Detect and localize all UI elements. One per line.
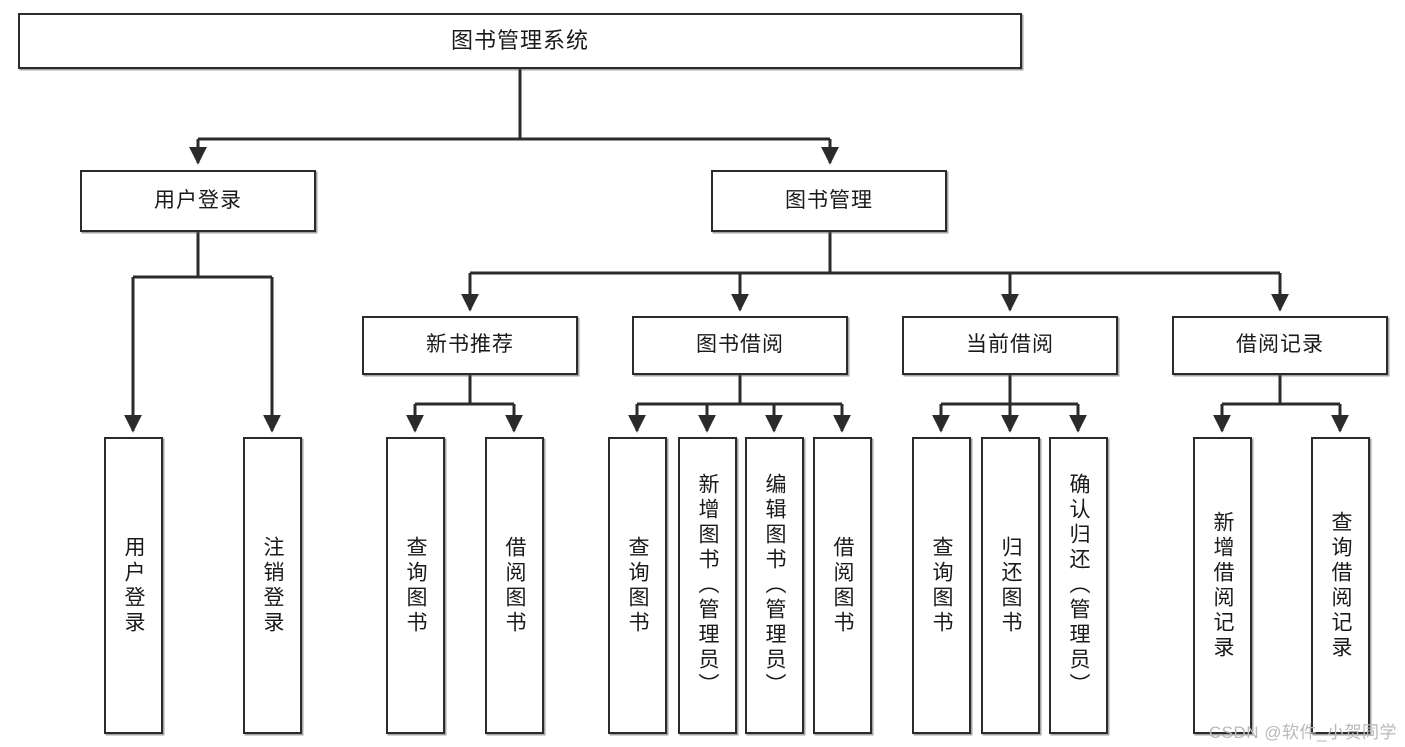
- leaf-borrow-book-2-label: 借阅图书: [831, 535, 854, 636]
- watermark: CSDN @软件_小贺同学: [1208, 723, 1397, 742]
- node-user-login[interactable]: 用户登录: [80, 170, 316, 232]
- node-root[interactable]: 图书管理系统: [18, 13, 1022, 69]
- leaf-user-login[interactable]: 用户登录: [104, 437, 163, 734]
- node-new-book-recommend[interactable]: 新书推荐: [362, 316, 578, 375]
- leaf-query-book-2[interactable]: 查询图书: [608, 437, 667, 734]
- leaf-add-book[interactable]: 新增图书（管理员）: [678, 437, 737, 734]
- leaf-borrow-book-2[interactable]: 借阅图书: [813, 437, 872, 734]
- leaf-query-record-label: 查询借阅记录: [1329, 510, 1352, 661]
- leaf-return-book-label: 归还图书: [999, 535, 1022, 636]
- leaf-query-book-1[interactable]: 查询图书: [386, 437, 445, 734]
- leaf-confirm-return-label: 确认归还（管理员）: [1067, 473, 1090, 698]
- leaf-borrow-book-1[interactable]: 借阅图书: [485, 437, 544, 734]
- leaf-query-book-3-label: 查询图书: [930, 535, 953, 636]
- node-book-borrow[interactable]: 图书借阅: [632, 316, 848, 375]
- leaf-edit-book-label: 编辑图书（管理员）: [763, 473, 786, 698]
- leaf-query-book-1-label: 查询图书: [404, 535, 427, 636]
- leaf-query-record[interactable]: 查询借阅记录: [1311, 437, 1370, 734]
- leaf-confirm-return[interactable]: 确认归还（管理员）: [1049, 437, 1108, 734]
- leaf-add-book-label: 新增图书（管理员）: [696, 473, 719, 698]
- leaf-query-book-3[interactable]: 查询图书: [912, 437, 971, 734]
- leaf-user-login-label: 用户登录: [122, 535, 145, 636]
- leaf-logout-login[interactable]: 注销登录: [243, 437, 302, 734]
- node-current-borrow[interactable]: 当前借阅: [902, 316, 1118, 375]
- leaf-add-record[interactable]: 新增借阅记录: [1193, 437, 1252, 734]
- node-book-management[interactable]: 图书管理: [711, 170, 947, 232]
- leaf-edit-book[interactable]: 编辑图书（管理员）: [745, 437, 804, 734]
- node-current-borrow-label: 当前借阅: [966, 333, 1054, 357]
- node-book-borrow-label: 图书借阅: [696, 333, 784, 357]
- leaf-query-book-2-label: 查询图书: [626, 535, 649, 636]
- leaf-return-book[interactable]: 归还图书: [981, 437, 1040, 734]
- node-root-label: 图书管理系统: [450, 28, 589, 54]
- node-book-management-label: 图书管理: [785, 188, 873, 212]
- leaf-logout-login-label: 注销登录: [261, 535, 284, 636]
- node-user-login-label: 用户登录: [154, 188, 242, 212]
- leaf-add-record-label: 新增借阅记录: [1211, 510, 1234, 661]
- node-new-book-recommend-label: 新书推荐: [426, 333, 514, 357]
- node-borrow-record[interactable]: 借阅记录: [1172, 316, 1388, 375]
- leaf-borrow-book-1-label: 借阅图书: [503, 535, 526, 636]
- node-borrow-record-label: 借阅记录: [1236, 333, 1324, 357]
